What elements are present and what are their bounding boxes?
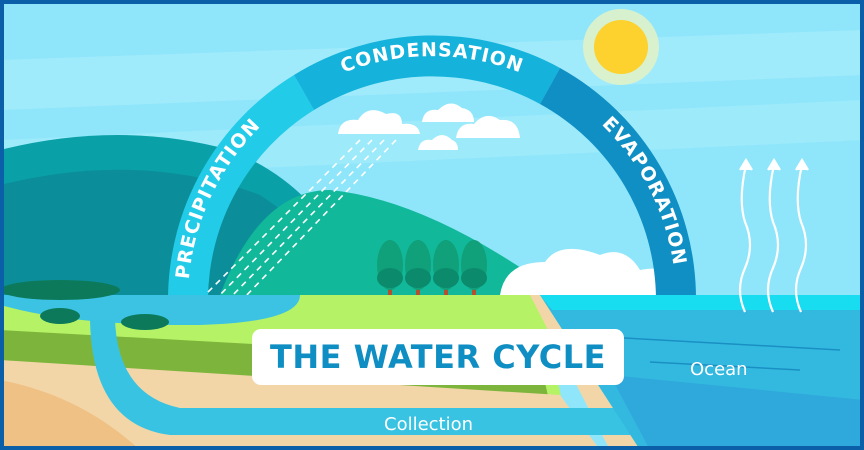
evaporation-arrows-icon [738,157,809,313]
tree-icon [461,240,487,300]
collection-label: Collection [384,414,474,435]
trees [377,240,487,300]
collection-stream [90,320,670,435]
cloud-icon [338,103,520,150]
ocean-depth [610,375,860,446]
tree-icon [433,240,459,300]
rain-lines [199,139,397,301]
ocean-label: Ocean [690,359,748,380]
sun-icon [583,9,659,85]
tree-icon [377,240,403,300]
wave-line [649,361,801,371]
sand-shadow [4,380,136,446]
ocean-surface [540,295,860,310]
diagram-title: THE WATER CYCLE [270,338,606,376]
tree-icon [405,240,431,300]
precipitation-arc-segment [168,75,314,300]
cloud-bank [500,248,690,295]
bushes [4,280,169,330]
condensation-arc-segment [294,35,560,110]
evaporation-arc-segment [540,68,697,300]
title-banner: THE WATER CYCLE [252,329,624,385]
